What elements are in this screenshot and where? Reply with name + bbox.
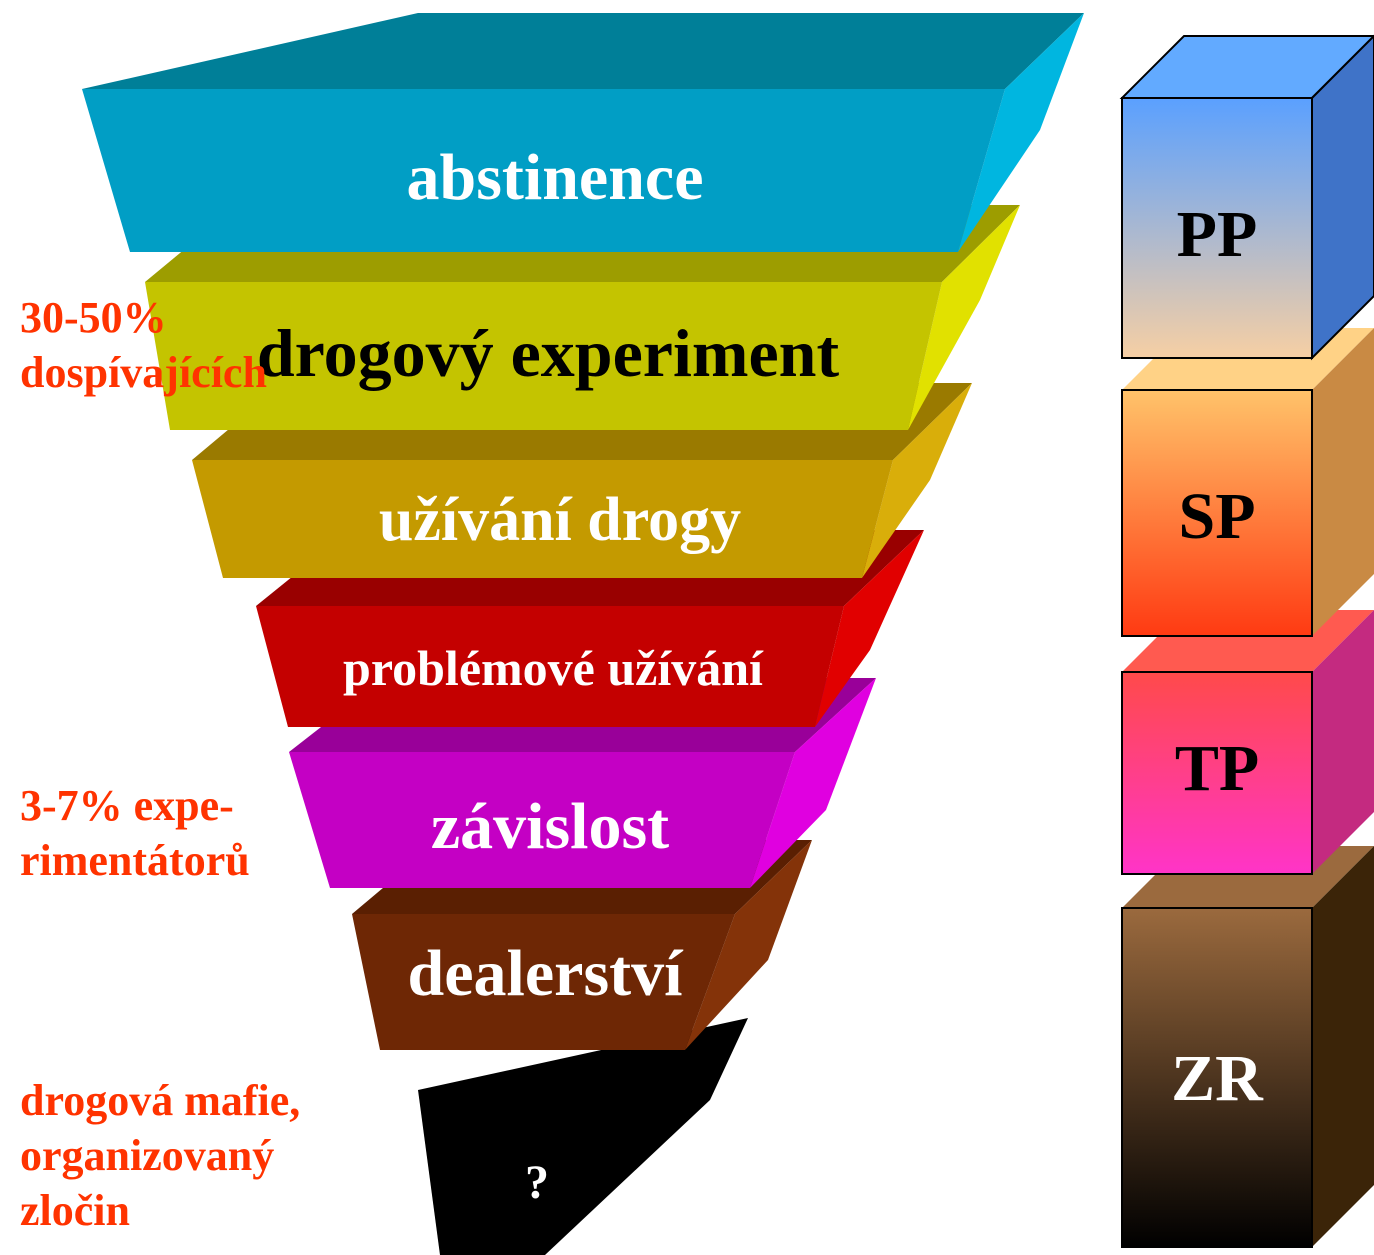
band-5-label: závislost: [431, 790, 669, 863]
band-3-label: užívání drogy: [379, 486, 741, 554]
box-zr: ZR: [1121, 846, 1374, 1248]
band-1-label: abstinence: [407, 141, 704, 214]
box-sp-front: [1121, 389, 1313, 637]
box-pp-label: PP: [1177, 198, 1258, 271]
note-adolescents: 30-50% dospívajících: [20, 290, 267, 400]
note-organized-crime-line1: drogová mafie,: [20, 1076, 301, 1125]
band-1-top: [82, 13, 1084, 89]
band-4-side: [815, 530, 924, 727]
band-2-label: drogový experiment: [257, 315, 840, 391]
box-sp-label: SP: [1178, 480, 1255, 553]
box-tp: TP: [1121, 610, 1374, 875]
band-4-front: [256, 606, 844, 727]
note-experimenters-line1: 3-7% expe-: [20, 781, 234, 830]
box-pp: PP: [1119, 34, 1374, 361]
band-3-front: [192, 460, 893, 578]
band-1-front: [82, 89, 1005, 252]
band-1-side: [958, 13, 1084, 252]
note-adolescents-line1: 30-50%: [20, 293, 167, 342]
band-7-label: ?: [525, 1156, 549, 1209]
band-5-side: [750, 678, 876, 888]
note-experimenters-line2: rimentátorů: [20, 836, 250, 885]
box-zr-side: [1312, 846, 1374, 1247]
box-tp-side: [1312, 610, 1374, 874]
band-3-side: [862, 383, 972, 578]
band-6-label: dealerství: [408, 937, 685, 1010]
box-zr-front: [1121, 907, 1313, 1248]
band-6-front: [352, 914, 735, 1050]
funnel-band-1: abstinence: [82, 13, 1084, 252]
note-organized-crime: drogová mafie, organizovaný zločin: [20, 1073, 300, 1238]
band-4-label: problémové užívání: [343, 640, 764, 696]
box-tp-label: TP: [1175, 732, 1259, 805]
band-6-side: [685, 840, 812, 1050]
box-zr-label: ZR: [1171, 1042, 1264, 1115]
band-2-side: [908, 205, 1020, 430]
funnel-band-7: ?: [418, 1018, 748, 1255]
note-experimenters: 3-7% expe- rimentátorů: [20, 778, 250, 888]
band-5-front: [289, 752, 795, 888]
note-adolescents-line2: dospívajících: [20, 348, 267, 397]
box-pp-front: [1121, 97, 1313, 359]
box-tp-front: [1121, 671, 1313, 875]
band-7-front: [418, 1018, 748, 1255]
box-sp: SP: [1121, 328, 1374, 637]
band-2-front: [145, 282, 942, 430]
note-organized-crime-line2: organizovaný: [20, 1131, 275, 1180]
box-sp-side: [1312, 328, 1374, 636]
note-organized-crime-line3: zločin: [20, 1186, 130, 1235]
